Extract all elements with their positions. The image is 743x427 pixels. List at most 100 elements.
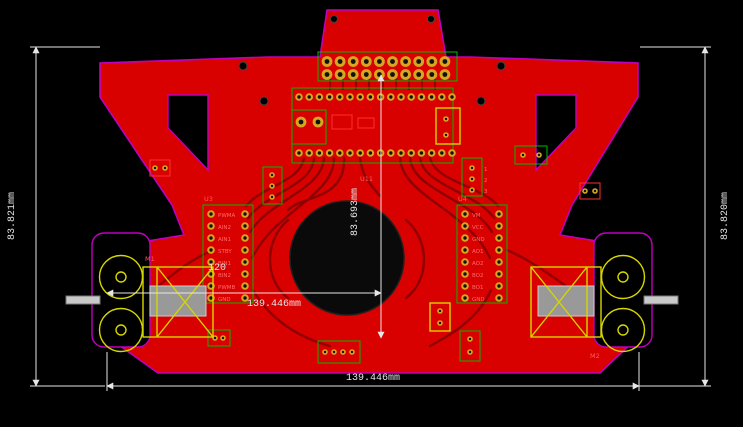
pad[interactable] (495, 294, 503, 302)
pad[interactable] (407, 149, 415, 157)
pad[interactable] (295, 93, 303, 101)
pad[interactable] (417, 149, 426, 157)
pad[interactable] (439, 56, 451, 67)
small-component[interactable] (149, 159, 171, 177)
small-component[interactable] (514, 145, 548, 165)
pad[interactable] (374, 69, 385, 80)
pad[interactable] (321, 56, 333, 67)
pad[interactable] (387, 149, 395, 157)
pad[interactable] (356, 149, 364, 157)
pad[interactable] (269, 183, 275, 189)
pad[interactable] (495, 282, 503, 290)
pad[interactable] (360, 69, 372, 80)
pad[interactable] (438, 149, 446, 157)
pad[interactable] (321, 69, 333, 80)
pad[interactable] (269, 194, 275, 200)
pad[interactable] (152, 165, 158, 171)
pad[interactable] (366, 149, 375, 157)
pad[interactable] (520, 152, 526, 158)
motor-right[interactable] (530, 254, 679, 353)
pad[interactable] (427, 93, 436, 101)
pad[interactable] (315, 93, 324, 101)
bottom-connector[interactable] (317, 340, 361, 364)
pad[interactable] (387, 93, 395, 101)
pad[interactable] (241, 222, 249, 230)
pad[interactable] (461, 210, 469, 218)
pad[interactable] (439, 69, 451, 80)
pad[interactable] (437, 320, 443, 326)
small-component[interactable] (459, 330, 481, 362)
pad[interactable] (331, 349, 337, 355)
pad[interactable] (469, 187, 475, 193)
pad[interactable] (469, 165, 475, 171)
motor-driver-right-outline[interactable] (456, 204, 508, 304)
pad[interactable] (461, 246, 469, 254)
pad[interactable] (495, 234, 503, 242)
pad[interactable] (413, 56, 425, 67)
pad[interactable] (495, 222, 503, 230)
pad[interactable] (448, 149, 456, 157)
small-component[interactable] (357, 117, 375, 129)
pad[interactable] (448, 93, 456, 101)
pad[interactable] (207, 234, 215, 242)
connector-outline[interactable] (435, 107, 461, 145)
pad[interactable] (592, 188, 598, 194)
pad[interactable] (305, 93, 313, 101)
pad[interactable] (461, 270, 469, 278)
pad[interactable] (495, 246, 503, 254)
small-component[interactable] (429, 302, 451, 332)
pad[interactable] (387, 56, 398, 67)
pad[interactable] (340, 349, 346, 355)
pad[interactable] (467, 336, 473, 342)
pad[interactable] (241, 246, 249, 254)
pad[interactable] (347, 69, 359, 80)
pad[interactable] (349, 349, 355, 355)
pad[interactable] (241, 210, 249, 218)
pad[interactable] (220, 335, 226, 341)
pad[interactable] (417, 93, 426, 101)
pad[interactable] (467, 349, 473, 355)
pad[interactable] (387, 69, 398, 80)
pad[interactable] (443, 116, 449, 122)
header-3pin-right[interactable] (461, 157, 483, 197)
pad[interactable] (269, 172, 275, 178)
pad[interactable] (295, 116, 307, 128)
pad[interactable] (312, 116, 324, 128)
pad[interactable] (495, 270, 503, 278)
pin-header-outline[interactable] (317, 51, 458, 82)
motor-driver-left-outline[interactable] (202, 204, 254, 304)
pad[interactable] (336, 93, 344, 101)
pad[interactable] (427, 149, 436, 157)
pad[interactable] (241, 258, 249, 266)
center-circle-component[interactable] (289, 200, 405, 316)
pad[interactable] (295, 149, 303, 157)
pad[interactable] (461, 282, 469, 290)
crystal-outline[interactable] (291, 109, 327, 145)
pad[interactable] (461, 234, 469, 242)
pad[interactable] (397, 93, 405, 101)
pad[interactable] (346, 149, 354, 157)
pad[interactable] (241, 234, 249, 242)
pad[interactable] (495, 258, 503, 266)
pad[interactable] (322, 349, 328, 355)
pad[interactable] (582, 188, 588, 194)
pad[interactable] (536, 152, 542, 158)
pad[interactable] (325, 93, 334, 101)
pad[interactable] (397, 149, 405, 157)
pad[interactable] (461, 258, 469, 266)
pad[interactable] (400, 69, 411, 80)
pad[interactable] (207, 246, 215, 254)
pad[interactable] (461, 222, 469, 230)
pad[interactable] (374, 56, 385, 67)
pad[interactable] (469, 176, 475, 182)
pad[interactable] (360, 56, 372, 67)
small-component[interactable] (331, 114, 353, 130)
pad[interactable] (400, 56, 411, 67)
header-3pin-left[interactable] (262, 166, 283, 205)
pad[interactable] (437, 308, 443, 314)
small-component[interactable] (579, 182, 601, 200)
pad[interactable] (336, 149, 344, 157)
pad[interactable] (207, 222, 215, 230)
pad[interactable] (461, 294, 469, 302)
